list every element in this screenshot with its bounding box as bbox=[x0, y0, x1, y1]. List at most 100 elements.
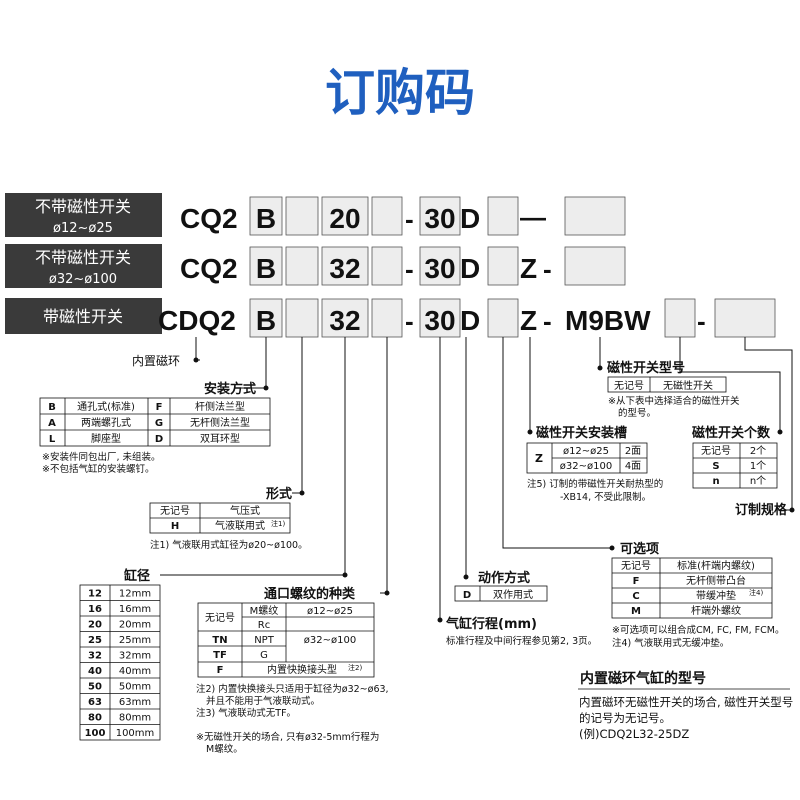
mounting-note: ※安装件同包出厂, 未组装。 bbox=[42, 451, 161, 463]
row-label-sub: ø32~ø100 bbox=[49, 272, 117, 287]
slot-note: 注5) 订制的带磁性开关耐热型的 bbox=[527, 478, 663, 490]
page-title: 订购码 bbox=[325, 64, 475, 122]
bore-code: 80 bbox=[88, 713, 102, 724]
bore-code: 63 bbox=[88, 697, 102, 708]
thread-section: 通口螺纹的种类 无记号 M螺纹 ø12~ø25 Rc TN NPT ø32~ø1… bbox=[196, 586, 389, 755]
option-desc: 标准(杆端内螺纹) bbox=[677, 559, 755, 572]
bore-code: 50 bbox=[88, 682, 102, 693]
thread-note: ※无磁性开关的场合, 只有ø32-5mm行程为 bbox=[196, 731, 379, 743]
row-label-3: 带磁性开关 bbox=[5, 298, 162, 334]
row-label-bg bbox=[5, 244, 162, 288]
switch-type-note: 的型号。 bbox=[618, 407, 656, 419]
stroke-box bbox=[419, 246, 461, 286]
bore-code: 20 bbox=[329, 203, 360, 234]
type-box bbox=[285, 298, 319, 338]
switch-type-title: 磁性开关型号 bbox=[607, 360, 685, 376]
thread-code: 无记号 bbox=[205, 612, 235, 624]
action-table bbox=[454, 585, 548, 602]
long-dash: — bbox=[520, 202, 546, 232]
bore-code: 25 bbox=[88, 635, 102, 646]
bore-code: 32 bbox=[329, 253, 360, 284]
thread-note: 注2) 内置快换接头只适用于缸径为ø32~ø63, bbox=[196, 683, 389, 695]
bore-box bbox=[321, 196, 369, 236]
switch-slot-title: 磁性开关安装槽 bbox=[536, 425, 627, 441]
builtin-line: 内置磁环无磁性开关的场合, 磁性开关型号 bbox=[579, 695, 793, 709]
thread-note: 并且不能用于气液联动式。 bbox=[206, 695, 320, 707]
bore-code: 32 bbox=[88, 651, 102, 662]
stroke-title: 气缸行程(mm) bbox=[446, 616, 537, 632]
count-value: 2个 bbox=[750, 445, 766, 457]
count-value: 1个 bbox=[750, 460, 766, 472]
count-code: S bbox=[712, 461, 719, 472]
custom-spec-label: 订制规格 bbox=[735, 502, 788, 518]
bore-code: 40 bbox=[88, 666, 102, 677]
bore-code: 32 bbox=[329, 305, 360, 336]
bore-code: 20 bbox=[88, 620, 102, 631]
bore-size: 63mm bbox=[119, 697, 151, 708]
switch-type-code: 无记号 bbox=[614, 380, 644, 392]
switch-slot-section: 磁性开关安装槽 Z ø12~ø25 2面 ø32~ø100 4面 注5) 订制的… bbox=[526, 425, 663, 503]
dash: - bbox=[405, 254, 414, 284]
thread-notes: 注2) 内置快换接头只适用于缸径为ø32~ø63,并且不能用于气液联动式。注3)… bbox=[196, 683, 389, 755]
action-section: 动作方式 D 双作用式 bbox=[454, 570, 548, 602]
builtin-title: 内置磁环气缸的型号 bbox=[580, 670, 706, 687]
series-code: CQ2 bbox=[180, 253, 238, 284]
slot-range: ø32~ø100 bbox=[560, 461, 612, 472]
builtin-line: 的记号为无记号。 bbox=[579, 711, 671, 725]
leader-lines bbox=[160, 337, 795, 623]
option-box bbox=[487, 246, 519, 286]
thread-desc: G bbox=[260, 650, 268, 661]
row-label-bg bbox=[5, 193, 162, 237]
stroke-code: 30 bbox=[424, 203, 455, 234]
slot-code: Z bbox=[520, 253, 537, 284]
stroke-code: 30 bbox=[424, 253, 455, 284]
thread-desc: NPT bbox=[254, 635, 275, 646]
bore-size: 100mm bbox=[116, 728, 155, 739]
thread-note: 注3) 气液联动式无TF。 bbox=[196, 707, 296, 719]
thread-box bbox=[371, 298, 403, 338]
thread-range: ø12~ø25 bbox=[307, 606, 353, 617]
action-code: D bbox=[463, 590, 471, 601]
option-code: F bbox=[633, 576, 640, 587]
mount-code: B bbox=[256, 203, 276, 234]
bore-code: 12 bbox=[88, 589, 102, 600]
type-desc: 气压式 bbox=[230, 504, 260, 517]
mount-box bbox=[249, 246, 283, 286]
action-title: 动作方式 bbox=[478, 570, 530, 586]
bore-code: 16 bbox=[88, 604, 102, 615]
row-label-text: 不带磁性开关 bbox=[35, 248, 131, 267]
magnet-label: 内置磁环 bbox=[132, 353, 180, 368]
bore-box bbox=[321, 298, 369, 338]
code-row-1: CQ2 B 20 - 30 D — bbox=[180, 196, 626, 236]
bore-size: 16mm bbox=[119, 604, 151, 615]
row-label-text: 带磁性开关 bbox=[43, 307, 123, 326]
builtin-magnet-section: 内置磁环气缸的型号 内置磁环无磁性开关的场合, 磁性开关型号 的记号为无记号。 … bbox=[578, 670, 793, 741]
mounting-title: 安装方式 bbox=[204, 381, 256, 397]
mounting-code: D bbox=[155, 434, 163, 445]
thread-box bbox=[371, 246, 403, 286]
mounting-code: L bbox=[49, 434, 56, 445]
slot-range: ø12~ø25 bbox=[563, 446, 609, 457]
thread-sup: 注2) bbox=[348, 663, 362, 672]
builtin-line: (例)CDQ2L32-25DZ bbox=[579, 727, 689, 741]
bore-size: 80mm bbox=[119, 713, 151, 724]
bore-size: 32mm bbox=[119, 651, 151, 662]
action-code: D bbox=[460, 203, 480, 234]
type-box bbox=[285, 246, 319, 286]
mounting-code: G bbox=[155, 418, 163, 429]
switch-code: M9BW bbox=[565, 305, 651, 336]
dash: - bbox=[543, 306, 552, 336]
mounting-code: F bbox=[156, 402, 163, 413]
code-row-2: CQ2 B 32 - 30 D Z - bbox=[180, 246, 626, 286]
dash: - bbox=[543, 254, 552, 284]
type-note: 注1) 气液联用式缸径为ø20~ø100。 bbox=[150, 539, 308, 551]
option-box bbox=[487, 298, 519, 338]
thread-desc: Rc bbox=[258, 620, 270, 631]
option-box bbox=[487, 196, 519, 236]
switch-count-title: 磁性开关个数 bbox=[692, 425, 771, 441]
